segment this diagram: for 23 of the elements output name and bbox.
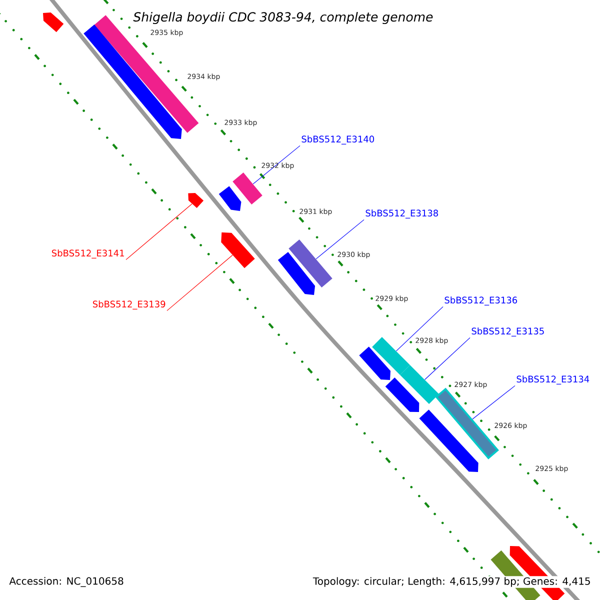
- gene-label: SbBS512_E3139: [92, 300, 166, 310]
- gene-feature: [288, 239, 332, 288]
- gene-label: SbBS512_E3140: [302, 136, 374, 144]
- leader-line: [424, 337, 470, 380]
- gene-feature: [372, 337, 410, 375]
- gene-label: SbBS512_E3134: [516, 376, 590, 384]
- leader-line: [396, 306, 444, 352]
- gene-feature: [221, 232, 255, 268]
- footer-text: Accession: NC_010658: [8, 576, 125, 588]
- footer-text: Topology: circular; Length: 4,615,997 bp; Genes: 4,415: [312, 576, 592, 588]
- leader-line: [166, 254, 233, 311]
- leader-line: [126, 204, 192, 260]
- leader-line: [252, 145, 300, 184]
- gene-feature: [400, 365, 439, 404]
- gene-label: SbBS512_E3135: [472, 328, 544, 336]
- leader-line: [472, 385, 516, 420]
- gene-label: SbBS512_E3138: [366, 210, 438, 218]
- gene-feature: [188, 193, 204, 208]
- gene-label: SbBS512_E3136: [444, 296, 518, 306]
- title: Shigella boydii CDC 3083-94, complete genome: [133, 12, 433, 24]
- gene-feature: [232, 172, 262, 204]
- leader-line: [316, 219, 364, 260]
- gene-label: SbBS512_E3141: [52, 250, 124, 258]
